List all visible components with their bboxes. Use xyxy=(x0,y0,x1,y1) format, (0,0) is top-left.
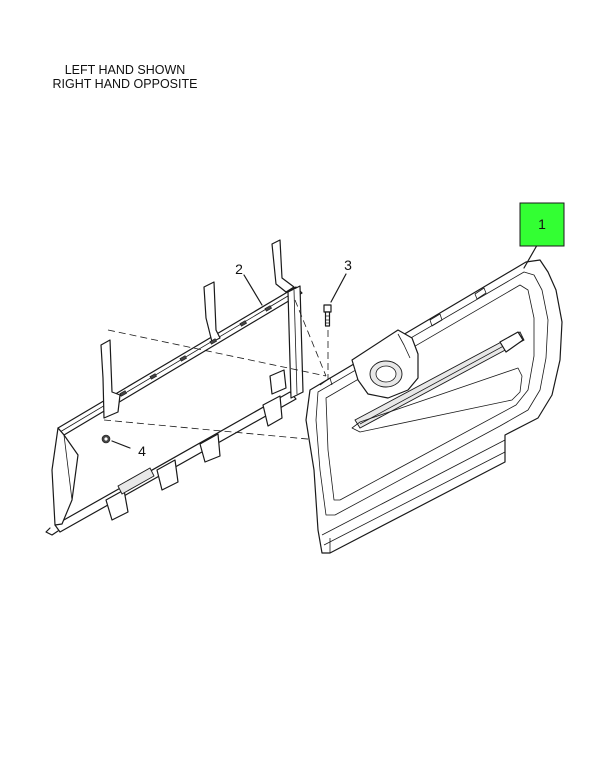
door-trim-panel[interactable] xyxy=(305,259,563,554)
callout-3-label: 3 xyxy=(344,257,352,273)
callout-2-label: 2 xyxy=(235,261,243,277)
callout-2[interactable]: 2 xyxy=(235,261,243,277)
callout-1[interactable]: 1 xyxy=(519,202,565,247)
leader-lines xyxy=(111,239,541,449)
alignment-lines xyxy=(103,299,329,441)
note-line-1: LEFT HAND SHOWN xyxy=(64,63,186,77)
callout-4-label: 4 xyxy=(138,443,146,459)
callout-3[interactable]: 3 xyxy=(344,257,352,273)
note-line-2: RIGHT HAND OPPOSITE xyxy=(52,77,198,91)
callout-1-label: 1 xyxy=(538,216,546,232)
door-frame-bracket[interactable] xyxy=(45,239,304,536)
bolt[interactable] xyxy=(323,304,332,327)
callout-4[interactable]: 4 xyxy=(138,443,146,459)
callout-1-highlight xyxy=(519,202,565,247)
nut[interactable] xyxy=(101,434,111,444)
view-note: LEFT HAND SHOWN RIGHT HAND OPPOSITE xyxy=(30,63,220,91)
